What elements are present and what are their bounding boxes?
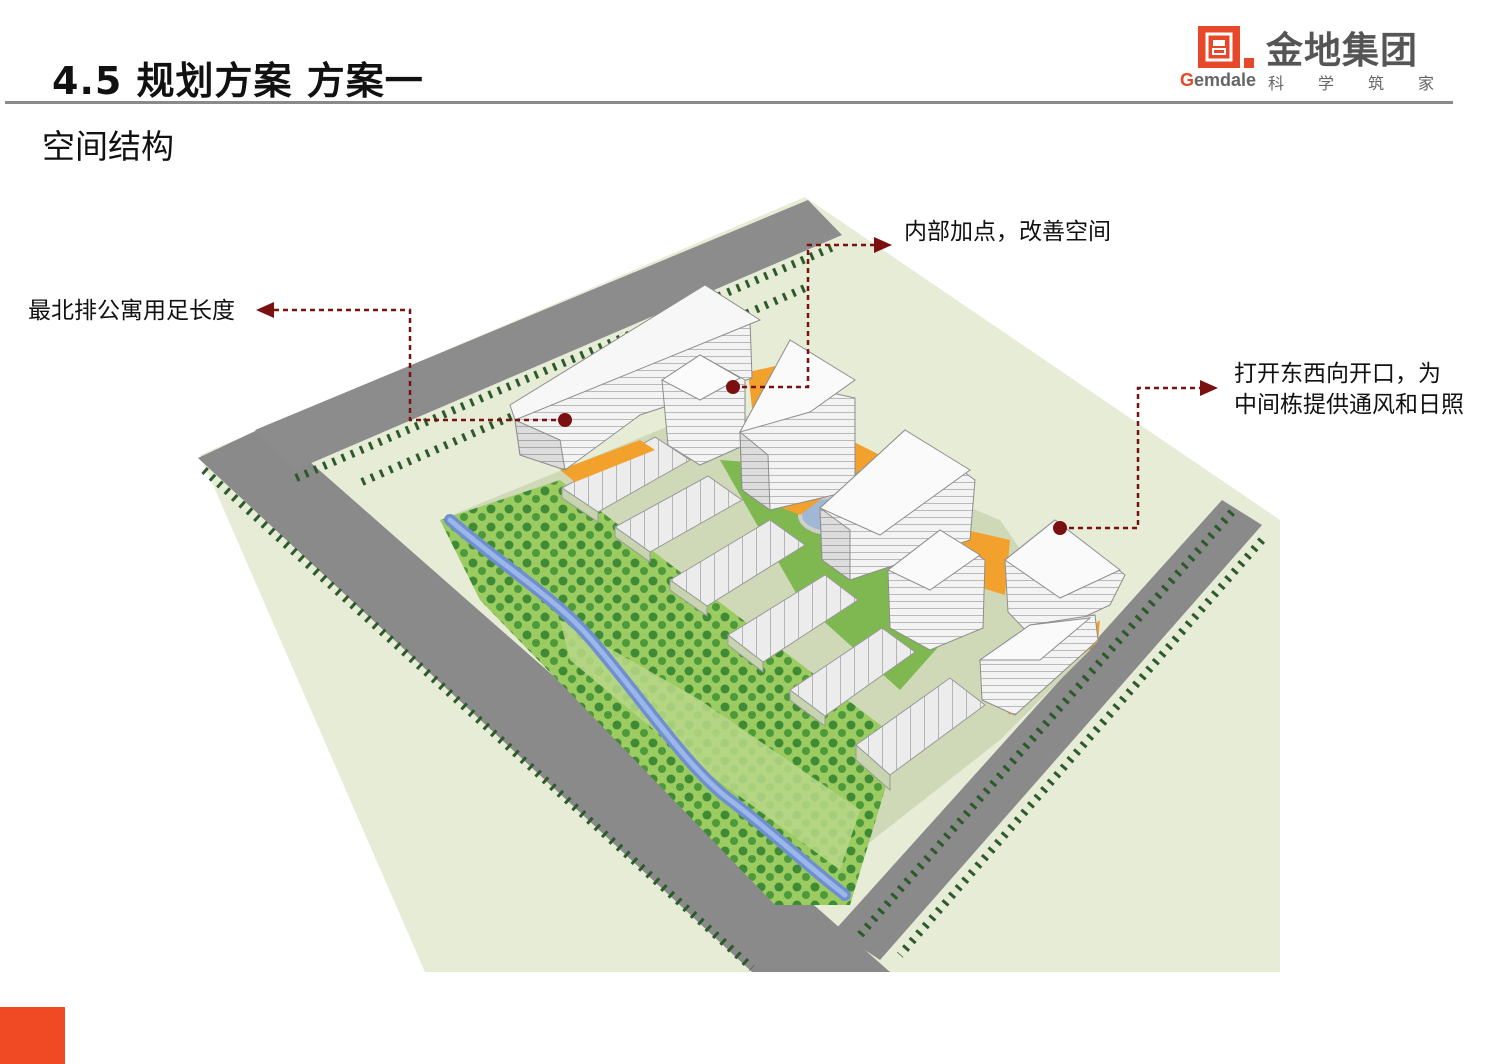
logo-name-cn: 金地集团 bbox=[1266, 29, 1418, 72]
leader-interior bbox=[733, 243, 878, 389]
townhouse-rows bbox=[561, 436, 986, 792]
park-meadow bbox=[560, 620, 860, 870]
road-north bbox=[255, 200, 842, 470]
title-divider bbox=[5, 101, 1453, 104]
logo-slogan: 科学筑家 bbox=[1268, 74, 1434, 93]
annotation-leaders bbox=[272, 243, 1205, 530]
logo-dot bbox=[1244, 58, 1254, 68]
arrow-right-icon bbox=[874, 237, 892, 253]
annotation-interior-point: 内部加点，改善空间 bbox=[904, 219, 1111, 245]
logo-name-en: Gemdale bbox=[1180, 70, 1257, 90]
annotation-north-row: 最北排公寓用足长度 bbox=[28, 298, 235, 324]
company-logo: 金地集团 Gemdale 科学筑家 bbox=[1180, 20, 1440, 93]
towers bbox=[509, 284, 1126, 716]
annotation-opening-line-2: 中间栋提供通风和日照 bbox=[1234, 392, 1464, 418]
logo-emblem-icon bbox=[1198, 26, 1240, 68]
annotation-opening-line-1: 打开东西向开口，为 bbox=[1234, 361, 1441, 387]
annotation-east-west-opening: 打开东西向开口，为 中间栋提供通风和日照 bbox=[1234, 359, 1464, 421]
arrow-left-icon bbox=[256, 302, 274, 318]
page-subtitle: 空间结构 bbox=[42, 127, 174, 166]
page-title: 4.5 规划方案 方案一 bbox=[52, 59, 424, 103]
leader-opening bbox=[1060, 386, 1205, 530]
arrow-right-icon bbox=[1200, 380, 1218, 396]
leader-markers bbox=[256, 237, 1218, 535]
leader-north bbox=[272, 308, 565, 422]
corner-accent-block bbox=[0, 1007, 65, 1064]
